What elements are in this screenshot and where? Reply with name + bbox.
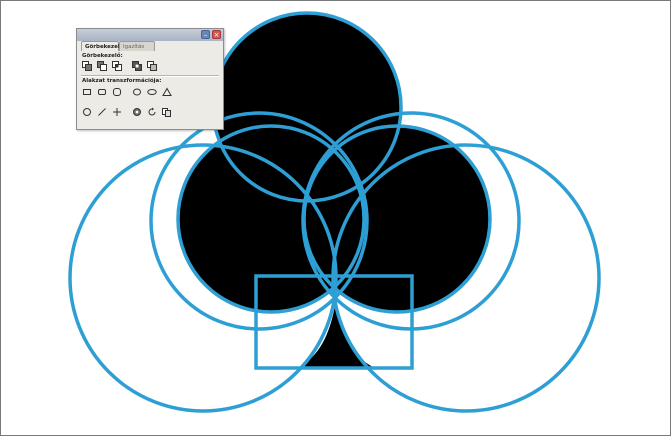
minimize-button[interactable]: – [201, 30, 210, 39]
triangle-icon[interactable] [162, 87, 173, 98]
tab-align[interactable]: Igazítás [119, 41, 155, 51]
divide-icon[interactable] [147, 61, 158, 72]
circle-icon[interactable] [82, 107, 93, 118]
polar-icon[interactable] [132, 107, 143, 118]
ellipse-icon[interactable] [132, 87, 143, 98]
exclude-icon[interactable] [132, 61, 143, 72]
palette-divider [81, 75, 219, 77]
line-icon[interactable] [97, 107, 108, 118]
cross-icon[interactable] [112, 107, 123, 118]
intersect-icon[interactable] [112, 61, 123, 72]
ellipse-wide-icon[interactable] [147, 87, 158, 98]
rounded-square-icon[interactable] [112, 87, 123, 98]
club-fill [178, 13, 490, 367]
rotate-icon[interactable] [147, 107, 158, 118]
rectangle-icon[interactable] [82, 87, 93, 98]
pathfinder-palette[interactable]: – × Görbekezelő Igazítás Görbekezelő: Al… [76, 28, 224, 130]
combine-section-label: Görbekezelő: [82, 53, 123, 59]
copy-icon[interactable] [162, 107, 173, 118]
rounded-rectangle-icon[interactable] [97, 87, 108, 98]
palette-title-bar[interactable]: – × [77, 29, 223, 41]
close-button[interactable]: × [212, 30, 221, 39]
minus-front-icon[interactable] [97, 61, 108, 72]
unite-icon[interactable] [82, 61, 93, 72]
tab-pathfinder[interactable]: Görbekezelő [81, 41, 119, 51]
transform-section-label: Alakzat transzformációja: [82, 78, 161, 84]
